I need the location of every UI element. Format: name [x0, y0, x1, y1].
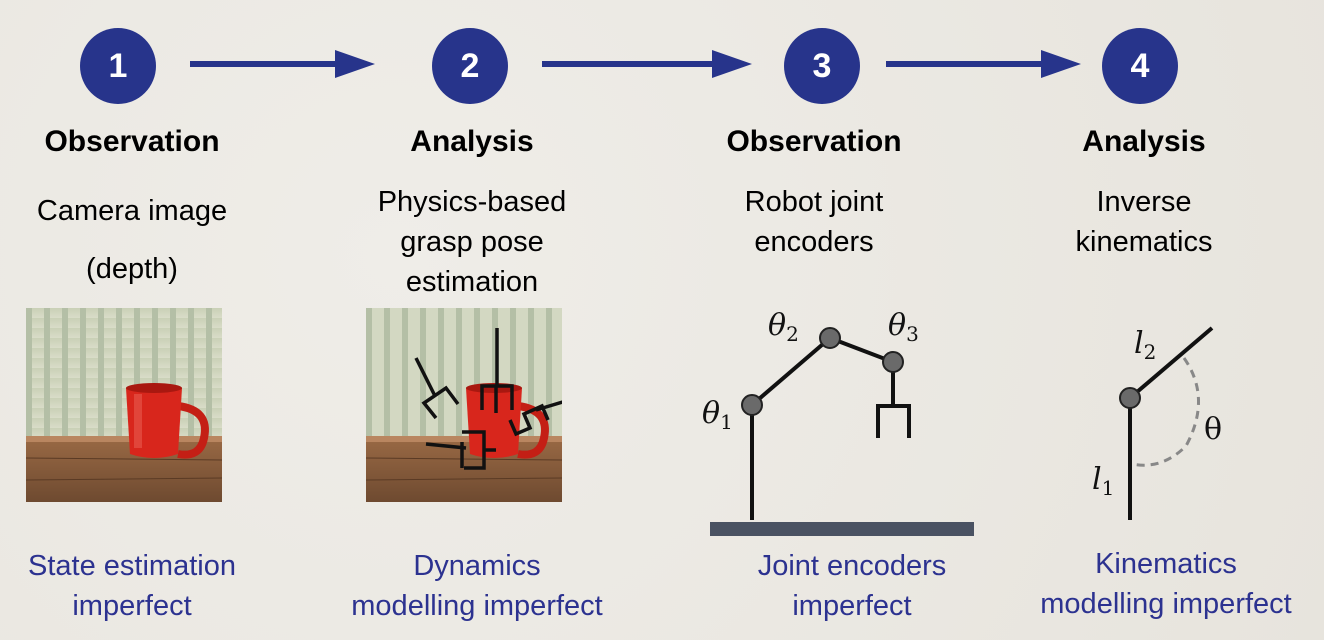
inverse-kinematics-diagram: [1119, 326, 1214, 520]
step-2-title: Analysis: [410, 125, 534, 158]
arrow-3-to-4: [886, 50, 1081, 78]
l1-label: l1: [1092, 462, 1115, 500]
step-3-title: Observation: [726, 125, 902, 158]
step-1-number: 1: [108, 46, 128, 85]
step-4-description: Inverse kinematics: [1075, 186, 1213, 258]
step-1-title: Observation: [44, 125, 220, 158]
arrow-2-to-3: [542, 50, 752, 78]
l2-label: l2: [1134, 326, 1157, 364]
step-2-number: 2: [460, 46, 480, 85]
step-1-circle: 1: [80, 28, 156, 104]
step-2-circle: 2: [432, 28, 508, 104]
step-1-footer: State estimation imperfect: [28, 550, 236, 622]
mug-photo: [26, 308, 222, 502]
theta-angle-label: θ: [1204, 412, 1223, 447]
step-4-number: 4: [1130, 46, 1150, 85]
step-4-footer: Kinematics modelling imperfect: [1040, 548, 1292, 620]
theta-3-label: θ3: [888, 308, 919, 346]
step-3-circle: 3: [784, 28, 860, 104]
step-3-footer: Joint encoders imperfect: [757, 550, 947, 622]
arrow-1-to-2: [190, 50, 375, 78]
robot-arm-diagram: [710, 327, 974, 536]
theta-1-label: θ1: [702, 396, 733, 434]
step-4-title: Analysis: [1082, 125, 1206, 158]
step-3-description: Robot joint encoders: [744, 186, 884, 258]
step-2-footer: Dynamics modelling imperfect: [351, 550, 603, 622]
step-4-circle: 4: [1102, 28, 1178, 104]
grasp-poses: [414, 328, 562, 470]
step-1-description: Camera image (depth): [36, 195, 228, 285]
mug-grasp-photo: [366, 308, 562, 502]
theta-2-label: θ2: [768, 308, 799, 346]
step-2-description: Physics-based grasp pose estimation: [377, 186, 567, 298]
step-3-number: 3: [812, 46, 832, 85]
